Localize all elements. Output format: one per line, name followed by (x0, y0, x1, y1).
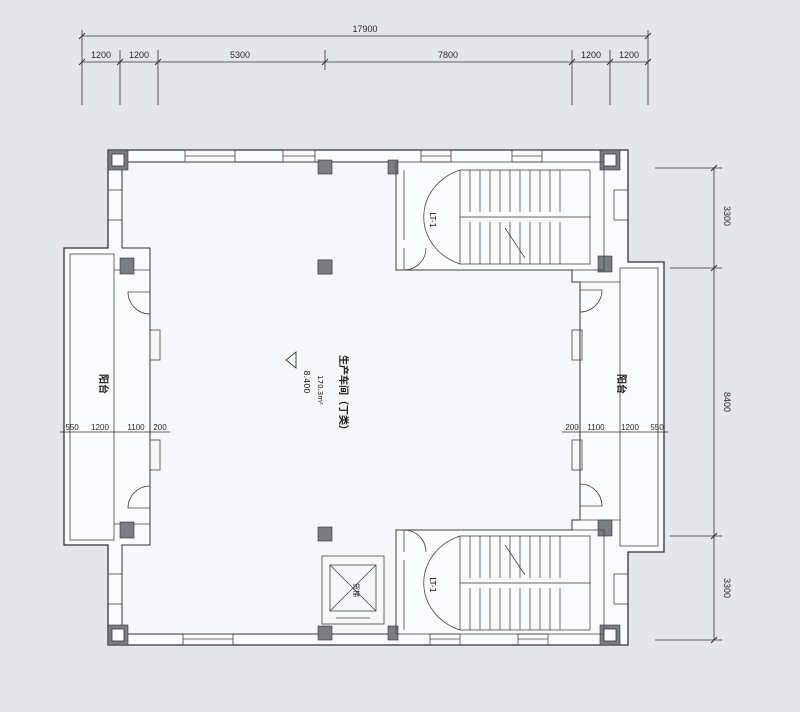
workshop-name: 生产车间（丁类） (337, 355, 350, 435)
level-mark: 8.400 (302, 371, 311, 394)
stair-lower-label: LT-1 (428, 577, 437, 592)
dim-right-1: 3300 (722, 206, 732, 226)
shaft-marker (317, 259, 333, 275)
dim-left-4: 200 (153, 423, 167, 432)
right-inner-dimensions: 200 1100 1200 550 (562, 423, 668, 433)
stair-lower: LT-1 (395, 529, 605, 635)
dim-segment-6: 1200 (619, 50, 639, 60)
dim-right-3: 3300 (722, 578, 732, 598)
right-dimension-chain: 3300 8400 3300 (655, 164, 732, 644)
top-dimension-chain: 17900 1200 1200 5300 7800 1200 1200 (78, 24, 652, 105)
dim-segment-3: 5300 (230, 50, 250, 60)
dim-left-2: 1200 (91, 423, 109, 432)
dim-right-inner-2: 1100 (587, 423, 605, 432)
building-walls (63, 149, 665, 646)
dim-segment-2: 1200 (129, 50, 149, 60)
stair-upper: LT-1 (395, 161, 605, 271)
workshop-area: 170.3m² (316, 375, 324, 405)
left-inner-dimensions: 550 1200 1100 200 (60, 423, 170, 433)
workshop-labels: 生产车间（丁类） 170.3m² 8.400 (285, 351, 350, 435)
right-balcony-outline (619, 267, 659, 547)
left-balcony-label: 阳台 (97, 374, 110, 394)
freight-elevator: 货梯 (321, 555, 385, 625)
structural-columns (107, 149, 621, 646)
dim-right-inner-1: 200 (565, 423, 579, 432)
dim-left-3: 1100 (127, 423, 145, 432)
dim-right-inner-3: 1200 (621, 423, 639, 432)
dim-segment-5: 1200 (581, 50, 601, 60)
dim-total-width: 17900 (352, 24, 377, 34)
dim-segment-1: 1200 (91, 50, 111, 60)
left-balcony-outline (69, 253, 115, 541)
dim-right-2: 8400 (722, 392, 732, 412)
right-balcony-label: 阳台 (615, 374, 628, 394)
dim-left-1: 550 (65, 423, 79, 432)
stair-upper-label: LT-1 (428, 212, 437, 227)
dim-right-inner-4: 550 (650, 423, 664, 432)
level-mark-triangle (285, 351, 297, 369)
elevator-label: 货梯 (352, 583, 361, 597)
dim-segment-4: 7800 (438, 50, 458, 60)
